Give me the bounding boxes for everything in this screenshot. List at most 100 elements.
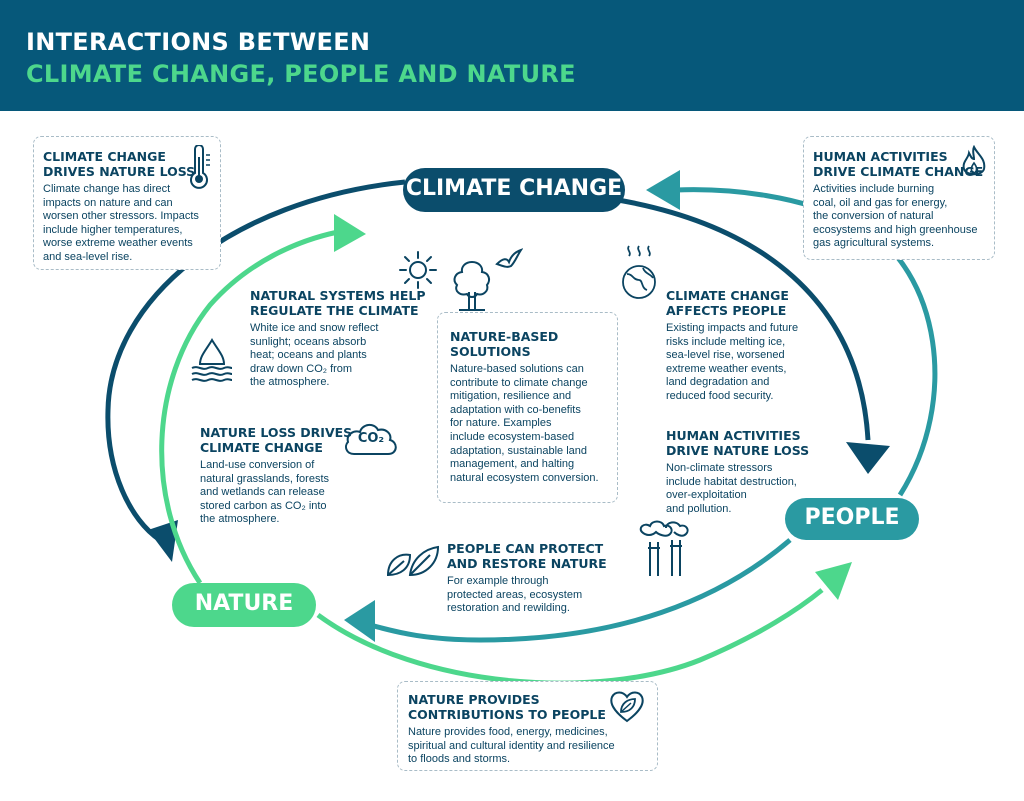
box-body-line: and sea-level rise. <box>43 250 133 263</box>
box-title-line: CONTRIBUTIONS TO PEOPLE <box>408 707 606 722</box>
arrowhead-people-to-nature <box>344 600 375 642</box>
box-body-line: Nature-based solutions can <box>450 363 584 375</box>
heart-leaf-icon <box>610 691 644 723</box>
thermometer-icon <box>190 145 210 189</box>
block-body-line: Non-climate stressors <box>666 462 773 474</box>
box-title-line: DRIVES NATURE LOSS <box>43 164 196 179</box>
block-body-line: the atmosphere. <box>250 376 330 388</box>
block-title-line: AND RESTORE NATURE <box>447 556 607 571</box>
arrow-nature-to-people <box>316 588 824 686</box>
block-people-protect: PEOPLE CAN PROTECT AND RESTORE NATURE Fo… <box>447 541 607 616</box>
box-body-line: spiritual and cultural identity and resi… <box>408 739 615 752</box>
arrowhead-climate-to-nature <box>148 520 178 562</box>
box-title-line: HUMAN ACTIVITIES <box>813 149 948 164</box>
title-line-2: CLIMATE CHANGE, PEOPLE AND NATURE <box>26 60 576 88</box>
box-body-line: include higher temperatures, <box>43 223 183 236</box>
block-natural-systems: NATURAL SYSTEMS HELP REGULATE THE CLIMAT… <box>250 288 426 390</box>
block-human-drive-nature-loss: HUMAN ACTIVITIES DRIVE NATURE LOSS Non-c… <box>666 428 809 516</box>
block-body-line: For example through <box>447 575 549 587</box>
block-body-line: stored carbon as CO₂ into <box>200 499 327 512</box>
block-title-line: CLIMATE CHANGE <box>200 440 323 455</box>
box-title-line: DRIVE CLIMATE CHANGE <box>813 164 984 179</box>
node-nature: NATURE <box>172 583 316 627</box>
block-body-line: draw down CO₂ from <box>250 362 353 375</box>
title-line-1: INTERACTIONS BETWEEN <box>26 28 371 56</box>
box-body-line: coal, oil and gas for energy, <box>813 196 948 209</box>
arrowhead-people-to-climate <box>646 170 680 210</box>
block-body-line: Land-use conversion of <box>200 459 315 471</box>
box-body-line: adaptation, sustainable land <box>450 444 587 457</box>
box-body-line: worse extreme weather events <box>43 237 193 249</box>
block-body-line: risks include melting ice, <box>666 335 786 348</box>
box-title-line: NATURE PROVIDES <box>408 692 540 707</box>
box-nature-based-solutions: NATURE-BASED SOLUTIONS Nature-based solu… <box>437 312 618 503</box>
block-body-line: sea-level rise, worsened <box>666 349 785 361</box>
block-title-line: HUMAN ACTIVITIES <box>666 428 801 443</box>
box-body-line: the conversion of natural <box>813 210 934 222</box>
box-cc-drives-nature-loss: CLIMATE CHANGE DRIVES NATURE LOSS Climat… <box>33 136 221 270</box>
block-body-line: Existing impacts and future <box>666 322 799 334</box>
block-body-line: the atmosphere. <box>200 513 280 525</box>
flame-icon <box>962 145 986 176</box>
block-body-line: natural grasslands, forests <box>200 472 330 485</box>
block-body-line: heat; oceans and plants <box>250 349 367 361</box>
node-people: PEOPLE <box>785 498 919 540</box>
block-body-line: restoration and rewilding. <box>447 602 570 614</box>
box-title-line: SOLUTIONS <box>450 344 531 359</box>
arrowhead-nature-to-climate <box>334 214 366 252</box>
box-human-drive-cc: HUMAN ACTIVITIES DRIVE CLIMATE CHANGE Ac… <box>803 136 995 260</box>
box-body-line: Climate change has direct <box>43 183 171 195</box>
block-nature-loss-drives-cc: NATURE LOSS DRIVES CLIMATE CHANGE Land-u… <box>200 425 352 527</box>
block-title-line: REGULATE THE CLIMATE <box>250 303 419 318</box>
box-body-line: Nature provides food, energy, medicines, <box>408 726 608 738</box>
arrow-climate-to-people <box>617 197 871 441</box>
block-body-line: include habitat destruction, <box>666 475 797 488</box>
bird-icon <box>495 248 523 268</box>
box-body-line: mitigation, resilience and <box>450 390 572 403</box>
water-drop-icon <box>191 338 233 382</box>
block-body-line: and wetlands can release <box>200 486 325 498</box>
arrow-people-to-nature <box>369 538 792 643</box>
box-body-line: include ecosystem-based <box>450 430 575 443</box>
globe-heat-icon <box>622 245 656 299</box>
box-body-line: gas agricultural systems. <box>813 237 935 249</box>
box-body-line: management, and halting <box>450 458 575 471</box>
block-body-line: and pollution. <box>666 502 732 515</box>
header-banner: INTERACTIONS BETWEEN CLIMATE CHANGE, PEO… <box>0 0 1024 111</box>
box-body-line: natural ecosystem conversion. <box>450 471 599 484</box>
block-body-line: protected areas, ecosystem <box>447 588 583 601</box>
block-body-line: reduced food security. <box>666 389 774 402</box>
sun-icon <box>399 251 437 289</box>
block-title-line: PEOPLE CAN PROTECT <box>447 541 604 556</box>
block-title-line: NATURAL SYSTEMS HELP <box>250 288 426 303</box>
box-body-line: Activities include burning <box>813 183 935 195</box>
tree-icon <box>453 260 491 311</box>
block-body-line: extreme weather events, <box>666 362 787 375</box>
block-body-line: sunlight; oceans absorb <box>250 335 367 348</box>
box-body-line: adaptation with co-benefits <box>450 403 581 416</box>
box-title-line: NATURE-BASED <box>450 329 559 344</box>
co2-cloud-icon: CO₂ <box>342 420 400 458</box>
box-body-line: contribute to climate change <box>450 376 588 389</box>
arrow-nature-to-climate <box>159 229 339 585</box>
block-title-line: CLIMATE CHANGE <box>666 288 789 303</box>
block-title-line: AFFECTS PEOPLE <box>666 303 787 318</box>
box-body-line: to floods and storms. <box>408 753 511 765</box>
box-title-line: CLIMATE CHANGE <box>43 149 166 164</box>
block-title-line: NATURE LOSS DRIVES <box>200 425 353 440</box>
box-body-line: worsen other stressors. Impacts <box>43 210 199 222</box>
box-body-line: impacts on nature and can <box>43 196 173 209</box>
leaves-icon <box>386 545 440 577</box>
arrowhead-climate-to-people <box>846 442 890 474</box>
block-cc-affects-people: CLIMATE CHANGE AFFECTS PEOPLE Existing i… <box>666 288 798 403</box>
node-climate-change: CLIMATE CHANGE <box>403 168 625 212</box>
co2-label: CO₂ <box>357 431 385 446</box>
box-body-line: ecosystems and high greenhouse <box>813 223 978 236</box>
block-body-line: over-exploitation <box>666 489 747 501</box>
arrow-climate-to-nature <box>105 179 406 543</box>
arrowhead-nature-to-people <box>815 562 852 600</box>
block-title-line: DRIVE NATURE LOSS <box>666 443 810 458</box>
box-nature-provides: NATURE PROVIDES CONTRIBUTIONS TO PEOPLE … <box>397 681 658 771</box>
block-body-line: White ice and snow reflect <box>250 322 379 334</box>
block-body-line: land degradation and <box>666 376 770 388</box>
